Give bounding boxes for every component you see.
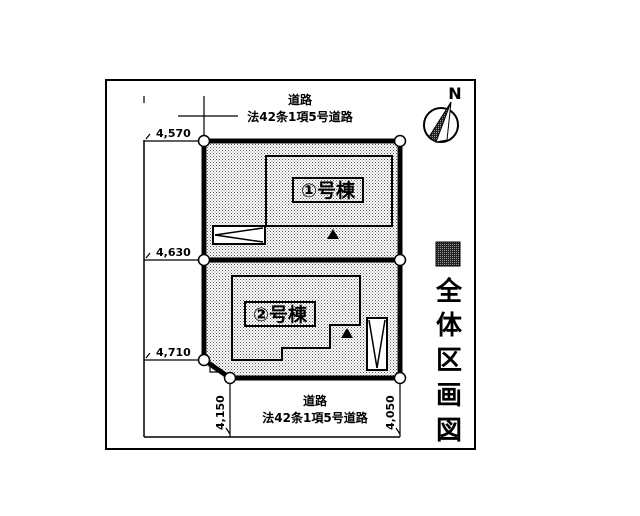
top-road-line1: 道路 [288, 92, 313, 107]
page-title: 全 体 区 画 図 [435, 276, 463, 446]
building-2-label: ②号棟 [253, 303, 308, 326]
dim-bottom-left: 4,150 [214, 395, 227, 430]
lot-2-parking-icon [366, 317, 388, 371]
title-char-2: 体 [436, 311, 463, 341]
title-char-1: 全 [435, 276, 463, 307]
lot-1: ①号棟 [204, 141, 400, 260]
building-2-label-box [244, 301, 316, 327]
north-compass-icon: N [423, 84, 462, 143]
boundary-marker [393, 371, 407, 385]
boundary-marker [393, 134, 407, 148]
top-road-line2: 法42条1項5号道路 [247, 109, 353, 124]
boundary-marker [393, 253, 407, 267]
title-char-5: 図 [436, 416, 462, 446]
boundary-markers [197, 134, 407, 385]
boundary-marker [197, 353, 211, 367]
title-char-4: 画 [436, 381, 462, 411]
lot-2-entrance-marker [341, 328, 353, 338]
lot-2: ②号棟 [204, 260, 400, 378]
dim-left-top: 4,570 [156, 127, 191, 140]
boundary-marker [223, 371, 237, 385]
building-1-label-box [292, 177, 364, 203]
bottom-road-label: 道路 法42条1項5号道路 [262, 393, 368, 425]
dim-left-bottom: 4,710 [156, 346, 191, 359]
bottom-road-line1: 道路 [303, 393, 328, 408]
title-char-3: 区 [436, 346, 462, 376]
lot-1-entrance-marker [327, 229, 339, 239]
top-road-label: 道路 法42条1項5号道路 [247, 92, 353, 124]
boundary-marker [197, 134, 211, 148]
legend-square-icon [435, 241, 461, 267]
boundary-marker [197, 253, 211, 267]
lot-1-parking-icon [212, 225, 266, 245]
dim-left-middle: 4,630 [156, 246, 191, 259]
bottom-road-line2: 法42条1項5号道路 [262, 410, 368, 425]
building-1-label: ①号棟 [301, 179, 356, 202]
north-label: N [448, 84, 461, 103]
dim-bottom-right: 4,050 [384, 395, 397, 430]
